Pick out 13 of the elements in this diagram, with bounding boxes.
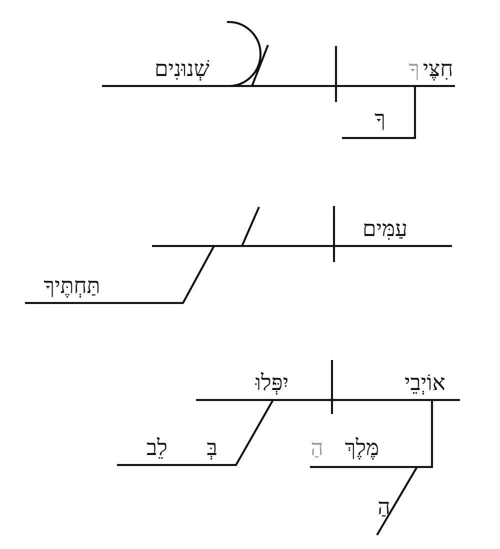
hebrew-word: הַ	[378, 493, 390, 522]
hebrew-word: הַ	[310, 434, 324, 462]
hebrew-word: תַּחְתֶּיךָ	[44, 272, 100, 300]
hebrew-word: אוֹיְבֵי	[404, 369, 446, 398]
hebrew-word: לֵב	[146, 434, 168, 462]
hebrew-word: ךָ	[374, 105, 386, 134]
hebrew-word: בְּ	[206, 434, 218, 462]
hebrew-word: יִפְּלוּ	[255, 369, 289, 398]
hebrew-word: עַמִּים	[362, 215, 408, 244]
hebrew-word: שְׁנוּנִים	[154, 55, 210, 84]
hebrew-word: ךָ	[408, 55, 420, 84]
hebrew-word: מֶּלֶךְ	[344, 434, 380, 462]
hebrew-word: חִצֶּי	[422, 55, 454, 84]
